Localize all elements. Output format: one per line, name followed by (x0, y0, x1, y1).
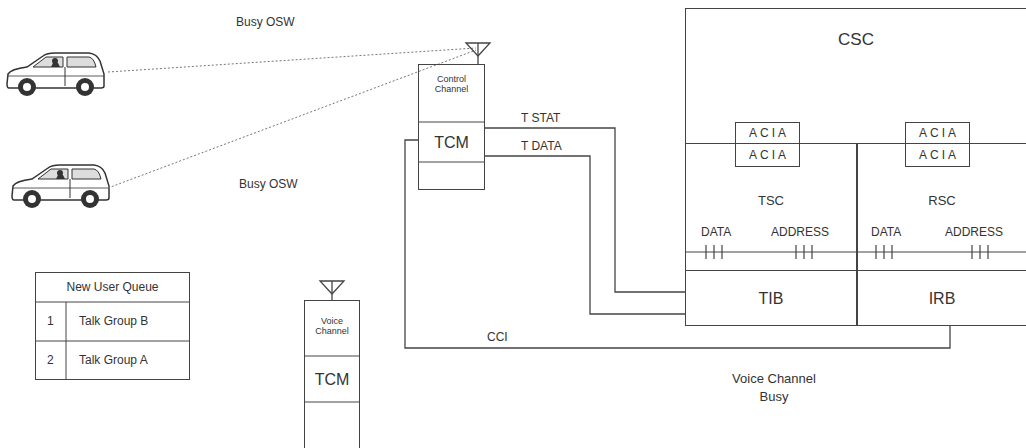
interface-box: IRB (857, 270, 1026, 326)
divider (418, 122, 484, 123)
acia-box: ACIA (905, 122, 970, 144)
box-label: ACIA (746, 149, 789, 162)
box-label: ACIA (916, 127, 959, 140)
acia-box: ACIA (735, 122, 800, 144)
signal-label: ADDRESS (944, 226, 1004, 240)
bus-line (686, 245, 1026, 259)
box-label: Control Channel (422, 75, 481, 95)
table-rule (35, 302, 190, 303)
system-box: CSC ACIA ACIA TSC ACIA TIB RSC ACIA IRB (685, 8, 1026, 326)
radio-link (108, 48, 476, 72)
channel-box: Voice ChannelTCM (304, 300, 360, 448)
box-label: ACIA (746, 127, 789, 140)
divider (304, 356, 360, 357)
interface-box: TIB (685, 270, 857, 326)
antenna-symbol (320, 281, 344, 300)
signal-line (485, 128, 685, 292)
box-label: RSC (928, 194, 955, 208)
table-cell: Talk Group A (78, 354, 149, 368)
box-label: CSC (838, 31, 874, 50)
box-label: Voice Channel (308, 317, 356, 337)
signal-label: DATA (870, 226, 902, 240)
car-icon (7, 53, 104, 96)
table-cell: 1 (46, 315, 55, 329)
table-cell: 2 (46, 354, 55, 368)
status-note: Voice Channel Busy (718, 370, 830, 406)
signal-line (405, 140, 950, 348)
signal-label: CCI (486, 331, 509, 345)
link-label: Busy OSW (235, 16, 296, 30)
divider (304, 402, 360, 403)
car-icon (12, 165, 109, 208)
signal-label: T DATA (520, 140, 563, 154)
signal-label: DATA (700, 226, 732, 240)
box-label: ACIA (916, 149, 959, 162)
signal-label: T STAT (520, 112, 561, 126)
box-label: IRB (929, 290, 956, 308)
acia-box: ACIA (905, 143, 970, 167)
link-label: Busy OSW (238, 178, 299, 192)
table-cell: Talk Group B (78, 315, 149, 329)
box-label: New User Queue (66, 281, 158, 294)
box-label: TSC (758, 194, 784, 208)
acia-box: ACIA (735, 143, 800, 167)
signal-label: ADDRESS (770, 226, 830, 240)
table-rule (35, 341, 190, 342)
box-label: TIB (759, 290, 784, 308)
antenna-symbol (466, 43, 490, 64)
divider (418, 162, 484, 163)
radio-link (108, 50, 476, 188)
box-label: TCM (315, 371, 350, 389)
channel-box: Control ChannelTCM (418, 64, 485, 190)
table-rule (66, 302, 67, 380)
box-label: TCM (434, 134, 469, 152)
signal-line (485, 156, 685, 314)
